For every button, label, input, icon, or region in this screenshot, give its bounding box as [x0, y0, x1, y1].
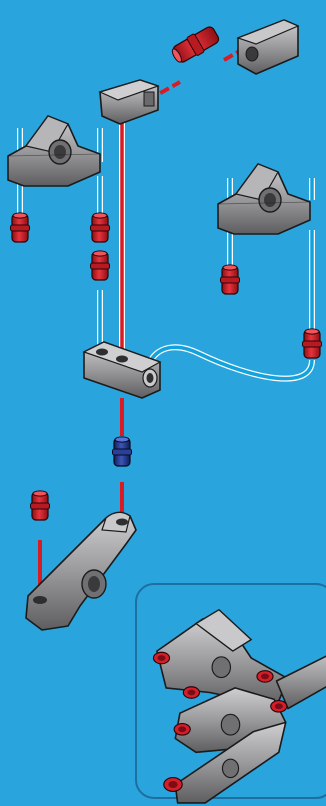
- right-red-peg-2: [301, 328, 323, 359]
- top-center-connector-block: [98, 79, 160, 125]
- left-red-peg-2: [89, 212, 111, 243]
- bottom-arm: [25, 511, 137, 631]
- inset-assembly: [152, 608, 326, 804]
- left-red-peg-3: [89, 250, 111, 281]
- top-right-connector-block: [236, 19, 300, 75]
- bottom-red-peg: [29, 490, 51, 521]
- top-red-axle-peg: [171, 26, 220, 63]
- left-bracket: [7, 115, 101, 187]
- right-red-peg-1: [219, 264, 241, 295]
- guide-curve-blue-inner: [146, 345, 314, 381]
- middle-link-block: [82, 341, 162, 399]
- guide-curve-blue: [145, 344, 315, 382]
- left-red-peg-1: [9, 212, 31, 243]
- right-bracket: [217, 163, 311, 235]
- guide-lines: [17, 42, 315, 594]
- assembled-result-inset: [135, 583, 326, 804]
- blue-peg: [111, 436, 133, 467]
